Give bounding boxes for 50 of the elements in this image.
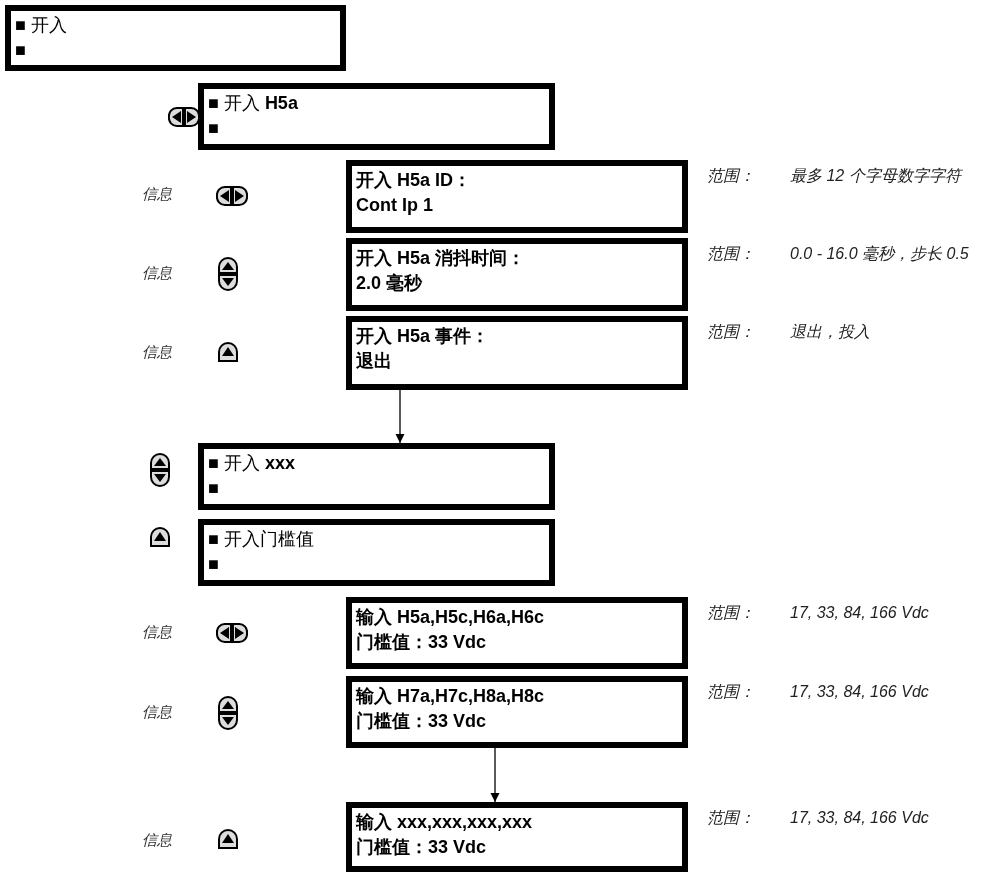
setting-name: 开入 H5a 消抖时间： xyxy=(356,247,527,270)
setting-box xyxy=(346,676,688,748)
arrow xyxy=(490,747,500,803)
range-value: 最多 12 个字母数字字符 xyxy=(790,166,961,186)
menu-box xyxy=(198,519,555,586)
range-label: 范围： xyxy=(707,166,755,186)
setting-box xyxy=(346,238,688,311)
range-value: 退出，投入 xyxy=(790,322,870,342)
setting-box xyxy=(346,160,688,233)
setting-value: 门槛值：33 Vdc xyxy=(356,836,488,859)
info-label: 信息 xyxy=(142,264,172,283)
menu-marker: ■ xyxy=(208,117,220,140)
info-label: 信息 xyxy=(142,623,172,642)
menu-marker: ■ xyxy=(208,553,220,576)
range-label: 范围： xyxy=(707,603,755,623)
setting-name: 输入 H5a,H5c,H6a,H6c xyxy=(356,606,546,629)
setting-value: 门槛值：33 Vdc xyxy=(356,710,488,733)
range-value: 0.0 - 16.0 毫秒，步长 0.5 xyxy=(790,244,969,264)
range-value: 17, 33, 84, 166 Vdc xyxy=(790,808,929,828)
setting-box xyxy=(346,316,688,390)
setting-value: 2.0 毫秒 xyxy=(356,272,424,295)
arrow xyxy=(395,389,405,444)
menu-heading: ■ 开入 H5a xyxy=(208,92,299,115)
setting-name: 开入 H5a 事件： xyxy=(356,325,491,348)
setting-value: Cont Ip 1 xyxy=(356,194,434,217)
setting-box xyxy=(346,802,688,872)
menu-box xyxy=(5,5,346,71)
info-label: 信息 xyxy=(142,343,172,362)
menu-box xyxy=(198,443,555,510)
setting-value: 门槛值：33 Vdc xyxy=(356,631,488,654)
menu-marker: ■ xyxy=(15,39,27,62)
info-label: 信息 xyxy=(142,185,172,204)
range-value: 17, 33, 84, 166 Vdc xyxy=(790,682,929,702)
menu-box xyxy=(198,83,555,150)
menu-heading: ■ 开入 xyxy=(15,14,68,37)
range-label: 范围： xyxy=(707,808,755,828)
range-label: 范围： xyxy=(707,244,755,264)
menu-marker: ■ xyxy=(208,477,220,500)
setting-name: 输入 xxx,xxx,xxx,xxx xyxy=(356,811,534,834)
setting-value: 退出 xyxy=(356,350,393,373)
info-label: 信息 xyxy=(142,831,172,850)
menu-heading: ■ 开入门槛值 xyxy=(208,528,315,551)
menu-heading: ■ 开入 xxx xyxy=(208,452,296,475)
setting-name: 输入 H7a,H7c,H8a,H8c xyxy=(356,685,546,708)
setting-name: 开入 H5a ID： xyxy=(356,169,473,192)
range-value: 17, 33, 84, 166 Vdc xyxy=(790,603,929,623)
info-label: 信息 xyxy=(142,703,172,722)
setting-box xyxy=(346,597,688,669)
range-label: 范围： xyxy=(707,682,755,702)
range-label: 范围： xyxy=(707,322,755,342)
